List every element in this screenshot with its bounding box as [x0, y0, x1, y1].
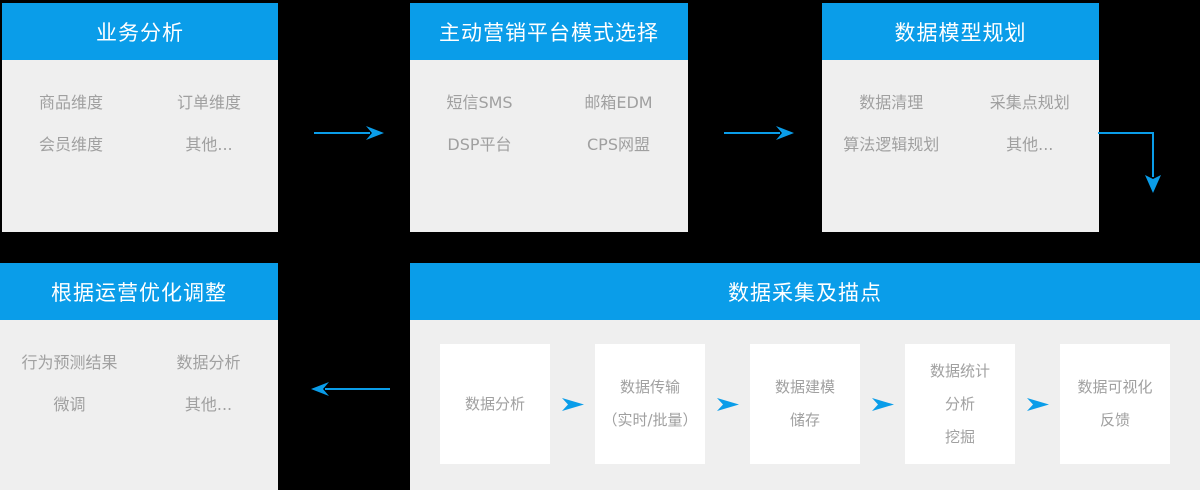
step-card-data-transfer: 数据传输 （实时/批量） — [595, 344, 705, 464]
panel-title: 业务分析 — [2, 3, 278, 60]
step-line: （实时/批量） — [602, 411, 698, 429]
item-behavior-prediction: 行为预测结果 — [21, 353, 118, 372]
panel-operations-adjustment: 根据运营优化调整 行为预测结果 数据分析 微调 其他... — [0, 263, 278, 490]
item-product-dimension: 商品维度 — [38, 93, 103, 112]
arrow-right-icon — [724, 126, 794, 140]
item-dsp: DSP平台 — [447, 135, 512, 154]
item-edm: 邮箱EDM — [584, 93, 653, 112]
step-line: 数据传输 — [619, 378, 680, 396]
step-card-data-modeling-storage: 数据建模 储存 — [750, 344, 860, 464]
panel-items: 数据清理 采集点规划 算法逻辑规划 其他... — [822, 60, 1099, 164]
panel-items: 商品维度 订单维度 会员维度 其他... — [2, 60, 278, 164]
step-card-statistics-mining: 数据统计 分析 挖掘 — [905, 344, 1015, 464]
panel-business-analysis: 业务分析 商品维度 订单维度 会员维度 其他... — [2, 3, 278, 232]
arrow-elbow-down-icon — [1098, 132, 1161, 193]
step-line: 数据统计 — [929, 361, 990, 380]
item-order-dimension: 订单维度 — [176, 93, 241, 112]
arrow-right-icon — [871, 397, 894, 411]
step-line: 分析 — [944, 394, 975, 413]
item-fine-tuning: 微调 — [53, 395, 86, 414]
panel-title: 根据运营优化调整 — [0, 263, 278, 320]
panel-title: 数据采集及描点 — [410, 263, 1200, 320]
item-sms: 短信SMS — [446, 93, 513, 112]
item-data-cleaning: 数据清理 — [859, 93, 924, 112]
step-line: 数据分析 — [464, 394, 525, 413]
collection-steps: 数据分析 数据传输 （实时/批量） 数据建模 储存 数据统计 分析 挖掘 — [440, 344, 1170, 464]
step-card-data-analysis: 数据分析 — [440, 344, 550, 464]
step-line: 反馈 — [1099, 411, 1130, 429]
item-member-dimension: 会员维度 — [38, 135, 103, 154]
panel-marketing-platform: 主动营销平台模式选择 短信SMS 邮箱EDM DSP平台 CPS网盟 — [410, 3, 688, 232]
panel-title: 数据模型规划 — [822, 3, 1099, 60]
step-card-visualization-feedback: 数据可视化 反馈 — [1060, 344, 1170, 464]
arrow-left-icon — [311, 382, 390, 396]
item-other: 其他... — [184, 395, 233, 414]
item-algorithm-logic-planning: 算法逻辑规划 — [843, 135, 940, 154]
panel-items: 行为预测结果 数据分析 微调 其他... — [0, 320, 278, 424]
step-line: 数据可视化 — [1077, 378, 1153, 396]
panel-data-collection: 数据采集及描点 数据分析 数据传输 （实时/批量） 数据建模 储存 数据统计 分… — [410, 263, 1200, 490]
arrow-right-icon — [561, 397, 584, 411]
step-line: 储存 — [789, 411, 820, 429]
arrow-right-icon — [1026, 397, 1049, 411]
step-line: 挖掘 — [944, 427, 975, 446]
panel-title: 主动营销平台模式选择 — [410, 3, 688, 60]
item-other: 其他... — [1006, 135, 1054, 154]
panel-data-model-planning: 数据模型规划 数据清理 采集点规划 算法逻辑规划 其他... — [822, 3, 1099, 232]
item-collection-point-planning: 采集点规划 — [989, 93, 1070, 112]
arrow-right-icon — [716, 397, 739, 411]
item-cps: CPS网盟 — [587, 135, 650, 154]
item-data-analysis: 数据分析 — [176, 353, 241, 372]
item-other: 其他... — [185, 135, 233, 154]
arrow-right-icon — [314, 126, 384, 140]
step-line: 数据建模 — [774, 378, 835, 396]
panel-items: 短信SMS 邮箱EDM DSP平台 CPS网盟 — [410, 60, 688, 164]
